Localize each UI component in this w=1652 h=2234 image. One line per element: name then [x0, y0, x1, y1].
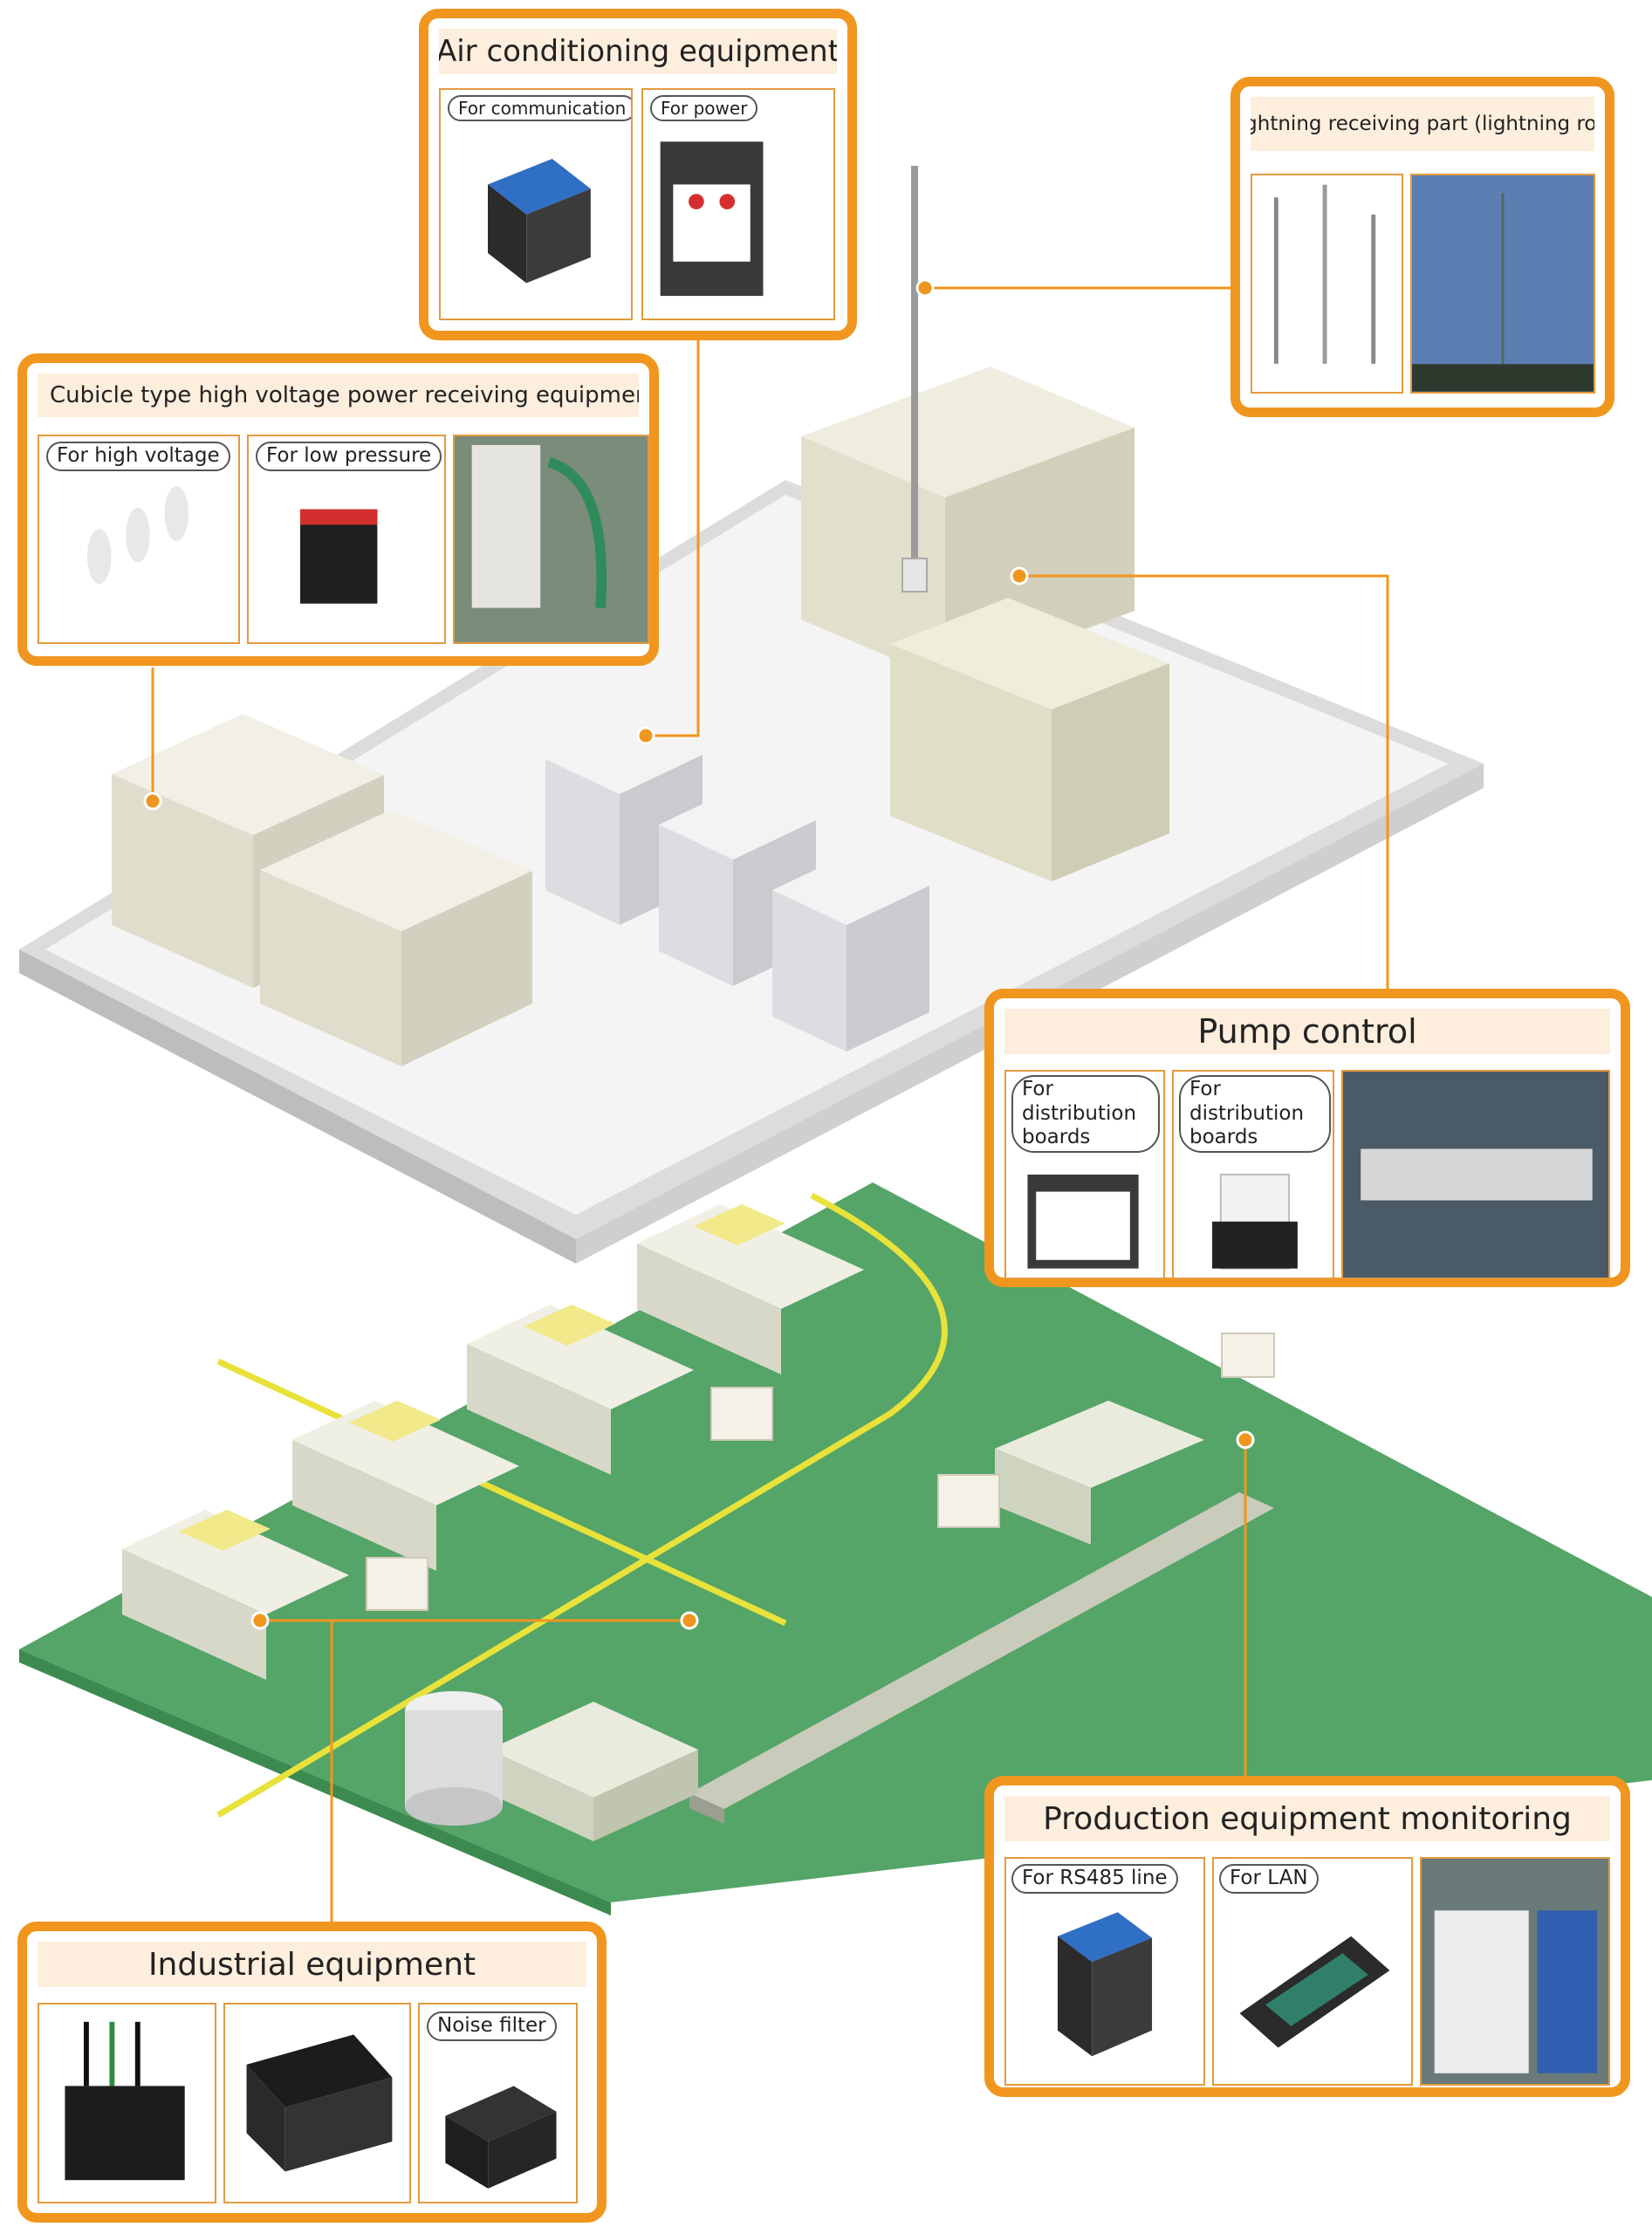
production-rs485-panel: For RS485 line: [1004, 1857, 1205, 2086]
tag-for-power: For power: [650, 95, 758, 121]
production-monitoring-callout: Production equipment monitoring For RS48…: [984, 1776, 1630, 2097]
noise-filter-icon: [445, 2086, 557, 2189]
ac-power-panel: For power: [641, 88, 835, 320]
pump-control-title: Pump control: [1004, 1009, 1610, 1054]
lightning-rod-icon: [1273, 184, 1376, 364]
cubicle-photo: [471, 444, 607, 608]
lightning-title: Lightning receiving part (lightning rod): [1251, 97, 1594, 151]
production-monitoring-title: Production equipment monitoring: [1004, 1796, 1610, 1841]
air-conditioning-title: Air conditioning equipment: [439, 29, 837, 74]
leader-lines: [151, 286, 1389, 1929]
industrial-equipment-title: Industrial equipment: [38, 1942, 586, 1987]
pump-photo-panel: [1341, 1070, 1610, 1279]
tag-for-low-pressure: For low pressure: [256, 442, 442, 471]
water-tank-icon: [890, 598, 1169, 881]
cubicle-high-voltage-panel: For high voltage: [38, 435, 240, 644]
surge-protector-icon: [1239, 1936, 1390, 2048]
injection-molding-machine-icon: [122, 1204, 864, 1680]
tag-for-rs485-line: For RS485 line: [1011, 1864, 1178, 1894]
pump-control-callout: Pump control For distribution boards For…: [984, 989, 1630, 1287]
conveyor-line-icon: [489, 1401, 1274, 1841]
lightning-photo-panel: [1410, 174, 1595, 394]
production-lan-panel: For LAN: [1212, 1857, 1413, 2086]
lightning-rod-photo: [1412, 193, 1594, 392]
tag-noise-filter: Noise filter: [427, 2011, 557, 2041]
cubicle-title: Cubicle type high voltage power receivin…: [38, 373, 639, 417]
lightning-callout: Lightning receiving part (lightning rod): [1230, 77, 1614, 417]
surge-protector-icon: [1057, 1912, 1153, 2057]
pallet-icon: [366, 1333, 1275, 1611]
cubicle-cabinet-icon: [112, 714, 532, 1066]
tag-for-lan: For LAN: [1219, 1864, 1319, 1894]
industrial-spd-panel: [223, 2003, 411, 2203]
surge-protector-icon: [87, 486, 189, 585]
tag-for-high-voltage: For high voltage: [46, 442, 230, 471]
cubicle-photo-panel: [453, 435, 649, 644]
lightning-rods-panel: [1251, 174, 1403, 394]
tag-for-distribution-boards-1: For distribution boards: [1011, 1075, 1160, 1153]
lightning-rod-icon: [901, 166, 928, 593]
tag-for-communication: For communication: [448, 95, 631, 121]
air-conditioning-callout: Air conditioning equipment For communica…: [419, 9, 857, 340]
pump-distribution-panel-2: For distribution boards: [1172, 1070, 1334, 1279]
ac-communication-panel: For communication: [439, 88, 633, 320]
tag-for-distribution-boards-2: For distribution boards: [1179, 1075, 1331, 1153]
production-photo-panel: [1420, 1857, 1610, 2086]
panel-installation-photo: [1434, 1910, 1598, 2073]
industrial-module-panel: [38, 2003, 216, 2203]
surge-protector-icon: [660, 141, 764, 297]
floor-lane-line: [216, 1192, 948, 1819]
surge-protector-icon: [1027, 1175, 1139, 1269]
industrial-equipment-callout: Industrial equipment Noise filter: [17, 1922, 607, 2223]
leader-dots: [143, 278, 1255, 1630]
surge-protector-icon: [299, 509, 378, 604]
industrial-noise-filter-panel: Noise filter: [418, 2003, 578, 2203]
distribution-board-photo: [1361, 1148, 1593, 1201]
surge-protector-icon: [246, 2034, 393, 2172]
cubicle-callout: Cubicle type high voltage power receivin…: [17, 353, 659, 666]
surge-protector-icon: [1212, 1174, 1298, 1270]
surge-protector-icon: [488, 158, 591, 284]
outdoor-ac-unit-icon: [545, 720, 929, 1052]
cubicle-low-pressure-panel: For low pressure: [247, 435, 446, 644]
pump-distribution-panel-1: For distribution boards: [1004, 1070, 1165, 1279]
surge-protector-icon: [65, 2021, 185, 2181]
storage-tank-icon: [405, 1691, 503, 1826]
